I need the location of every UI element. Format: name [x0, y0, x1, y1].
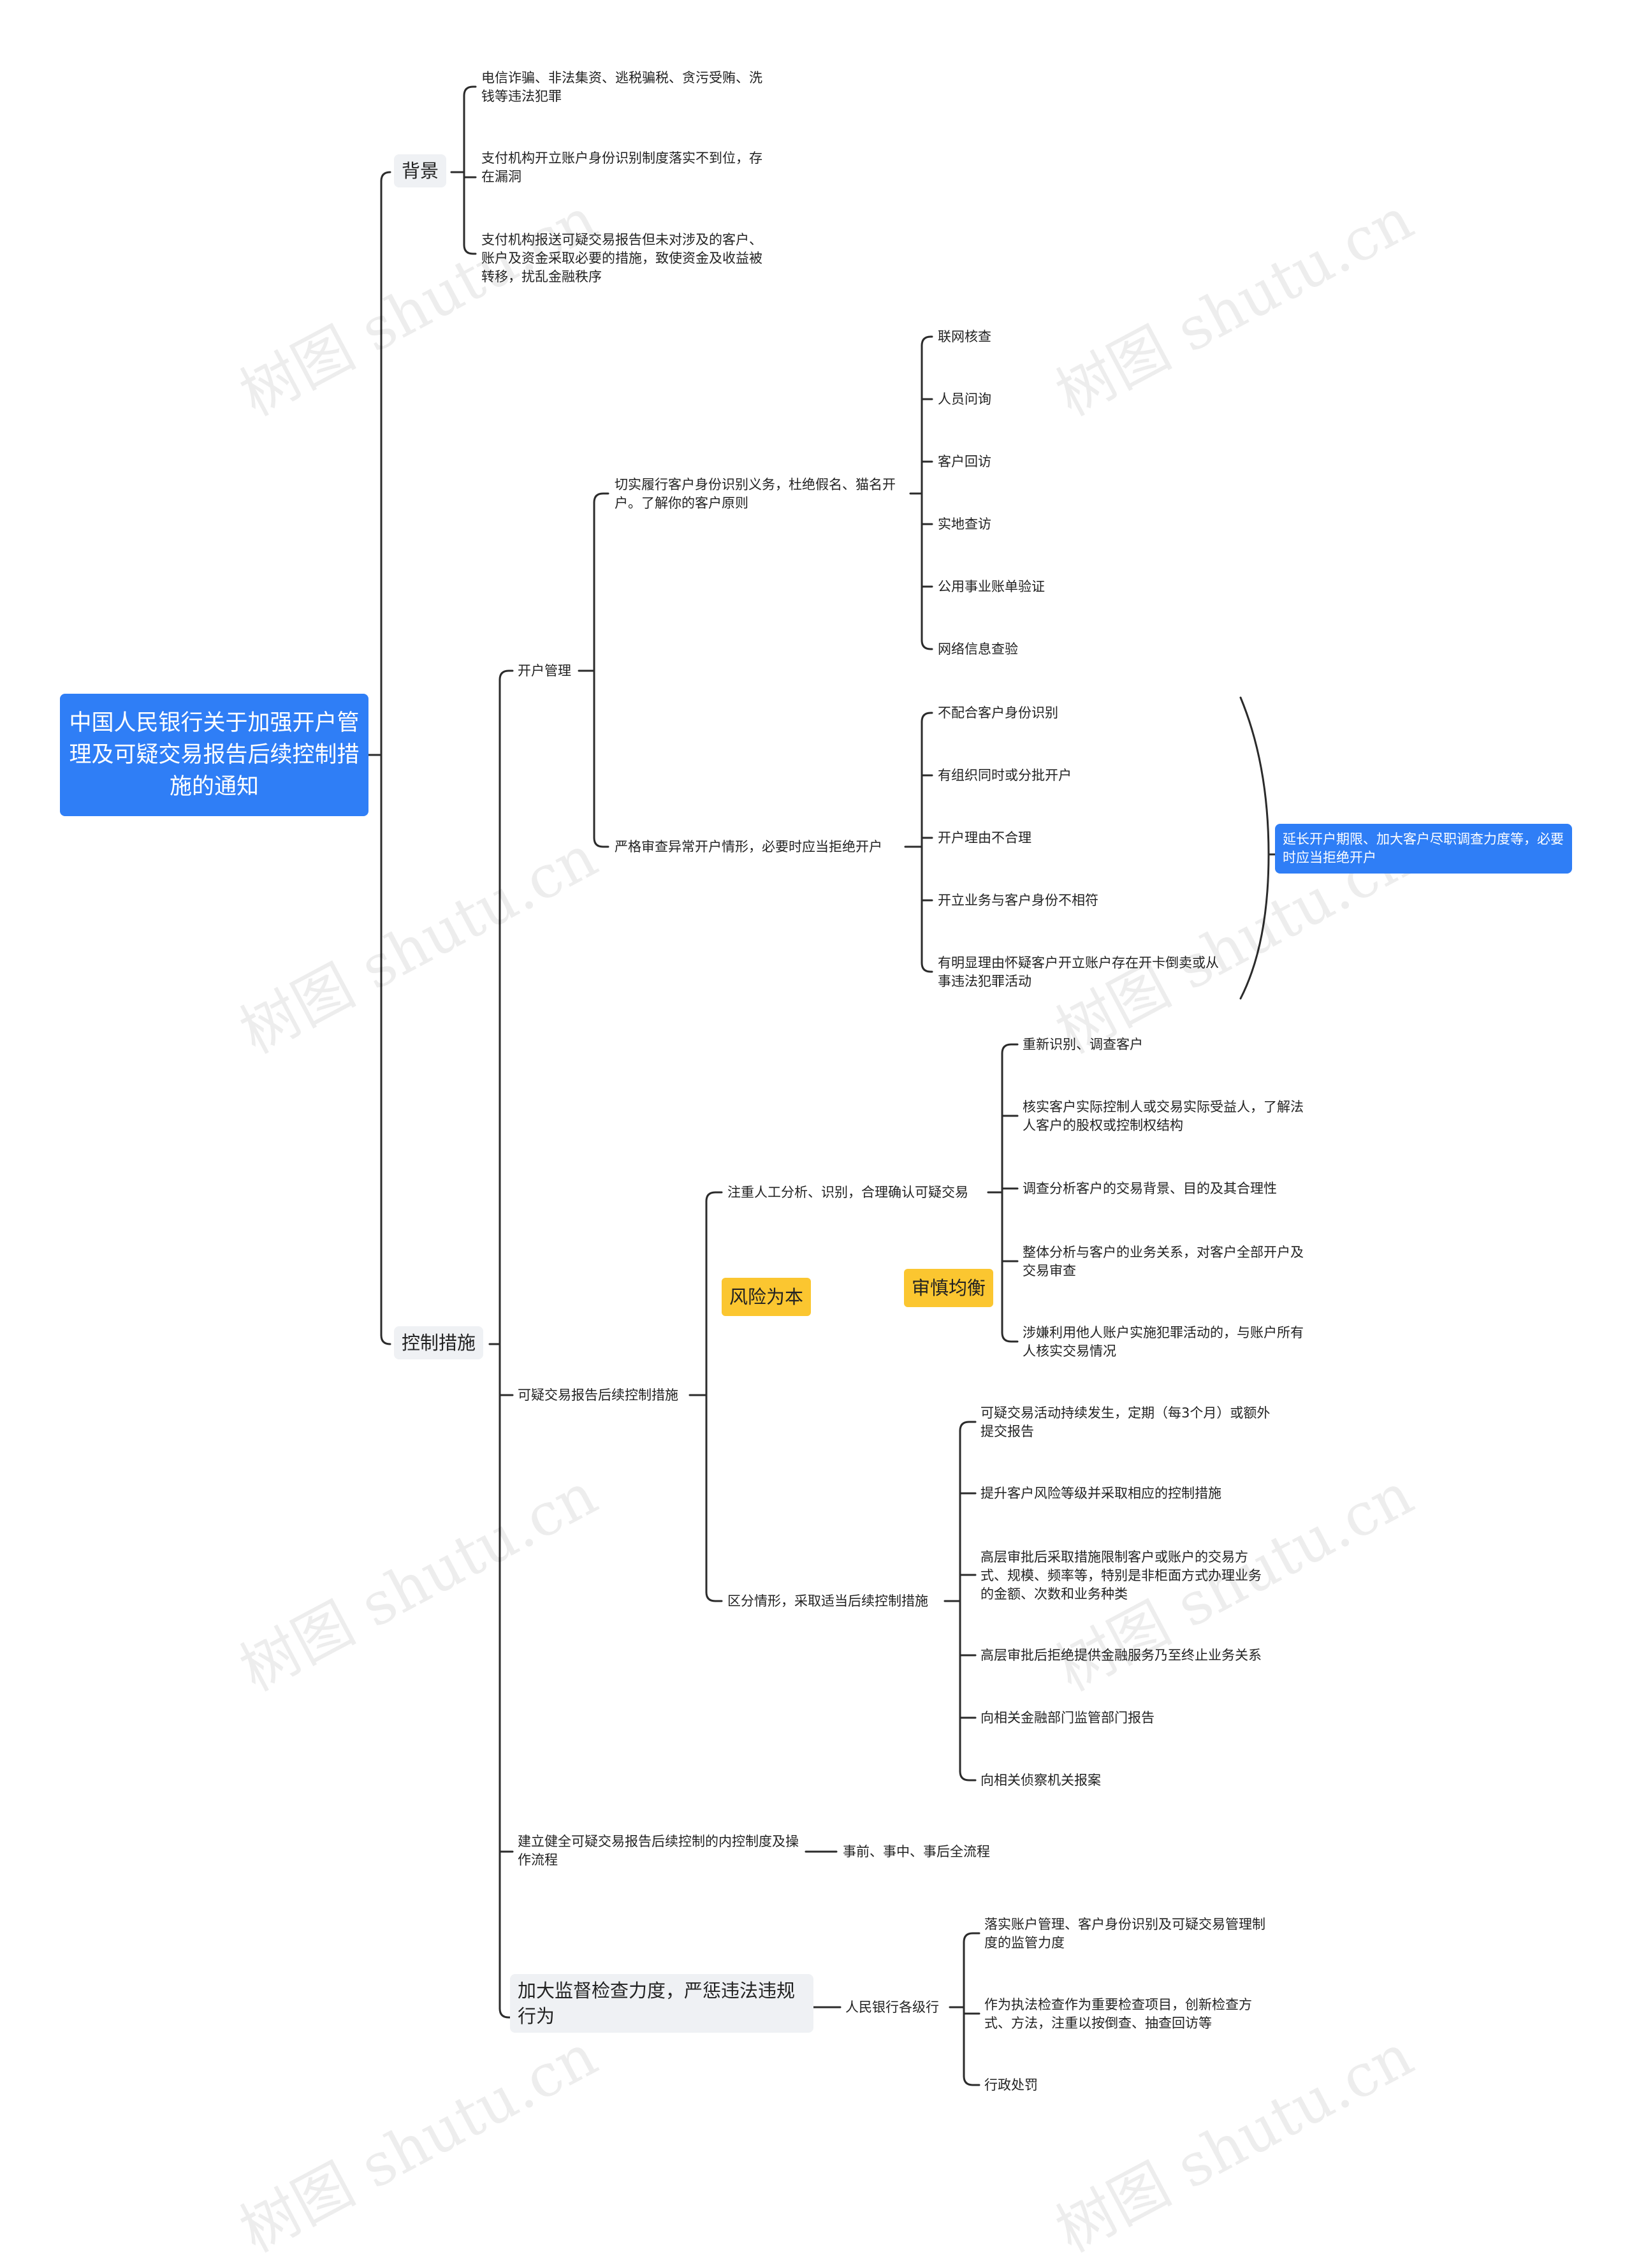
connector-line — [463, 85, 477, 97]
kyc-item[interactable]: 公用事业账单验证 — [938, 579, 1045, 594]
abnormal-item[interactable]: 有明显理由怀疑客户开立账户存在开卡倒卖或从事违法犯罪活动 — [938, 955, 1219, 989]
background-node[interactable]: 背景 — [394, 154, 447, 187]
prudent-tag[interactable]: 审慎均衡 — [904, 1269, 994, 1307]
account-node[interactable]: 开户管理 — [518, 663, 571, 678]
connector-line — [705, 1591, 723, 1602]
abnormal-node[interactable]: 严格审查异常开户情形，必要时应当拒绝开户 — [615, 839, 882, 854]
connector-line — [959, 1421, 977, 1432]
background-item[interactable]: 电信诈骗、非法集资、逃税骗税、贪污受贿、洗钱等违法犯罪 — [481, 70, 762, 104]
manual-item[interactable]: 涉嫌利用他人账户实施犯罪活动的，与账户所有人核实交易情况 — [1023, 1325, 1304, 1359]
supervision-item[interactable]: 作为执法检查作为重要检查项目，创新检查方式、方法，注重以按倒查、抽查回访等 — [984, 1997, 1252, 2031]
kyc-item[interactable]: 人员问询 — [938, 391, 991, 407]
connector-line — [463, 244, 477, 255]
distinguish-node[interactable]: 区分情形，采取适当后续控制措施 — [727, 1593, 928, 1609]
connector-line — [1001, 1331, 1019, 1343]
distinguish-item[interactable]: 可疑交易活动持续发生，定期（每3个月）或额外提交报告 — [980, 1405, 1271, 1439]
manual-item[interactable]: 核实客户实际控制人或交易实际受益人，了解法人客户的股权或控制权结构 — [1023, 1099, 1304, 1133]
internal-control-node[interactable]: 建立健全可疑交易报告后续控制的内控制度及操作流程 — [518, 1834, 799, 1868]
connector-lines — [367, 85, 1276, 2086]
abnormal-summary-node[interactable]: 延长开户期限、加大客户尽职调查力度等，必要时应当拒绝开户 — [1275, 824, 1572, 874]
risk-based-tag[interactable]: 风险为本 — [722, 1278, 812, 1316]
abnormal-item[interactable]: 开立业务与客户身份不相符 — [938, 893, 1098, 908]
connector-line — [921, 712, 933, 723]
distinguish-item[interactable]: 提升客户风险等级并采取相应的控制措施 — [980, 1486, 1221, 1501]
connector-line — [959, 1770, 977, 1781]
kyc-item[interactable]: 客户回访 — [938, 454, 991, 469]
distinguish-item[interactable]: 高层审批后拒绝提供金融服务乃至终止业务关系 — [980, 1648, 1262, 1663]
connector-line — [1239, 696, 1270, 1000]
supervision-node[interactable]: 加大监督检查力度，严惩违法违规行为 — [510, 1974, 813, 2033]
abnormal-item[interactable]: 开户理由不合理 — [938, 830, 1031, 845]
connector-line — [963, 1932, 980, 1943]
supervision-sub-node[interactable]: 人民银行各级行 — [845, 2000, 939, 2015]
kyc-node[interactable]: 切实履行客户身份识别义务，杜绝假名、猫名开户。了解你的客户原则 — [615, 477, 896, 511]
supervision-item[interactable]: 落实账户管理、客户身份识别及可疑交易管理制度的监管力度 — [984, 1917, 1265, 1950]
background-item[interactable]: 支付机构报送可疑交易报告但未对涉及的客户、账户及资金采取必要的措施，致使资金及收… — [481, 232, 762, 284]
connector-line — [921, 639, 933, 650]
connector-line — [380, 1334, 391, 1345]
connector-line — [593, 492, 609, 504]
distinguish-item[interactable]: 高层审批后采取措施限制客户或账户的交易方式、规模、频率等，特别是非柜面方式办理业… — [980, 1549, 1262, 1602]
kyc-item[interactable]: 联网核查 — [938, 329, 991, 344]
root-node[interactable]: 中国人民银行关于加强开户管理及可疑交易报告后续控制措施的通知 — [60, 694, 368, 816]
connector-line — [1001, 1043, 1019, 1055]
connector-line — [499, 2007, 514, 2019]
kyc-item[interactable]: 实地查访 — [938, 516, 991, 532]
manual-node[interactable]: 注重人工分析、识别，合理确认可疑交易 — [727, 1185, 968, 1200]
connector-line — [499, 669, 514, 681]
distinguish-item[interactable]: 向相关金融部门监管部门报告 — [980, 1710, 1155, 1725]
manual-item[interactable]: 重新识别、调查客户 — [1023, 1037, 1143, 1052]
supervision-item[interactable]: 行政处罚 — [984, 2077, 1038, 2093]
manual-item[interactable]: 整体分析与客户的业务关系，对客户全部开户及交易审查 — [1023, 1245, 1304, 1278]
distinguish-item[interactable]: 向相关侦察机关报案 — [980, 1773, 1101, 1788]
abnormal-item[interactable]: 有组织同时或分批开户 — [938, 768, 1072, 783]
connector-line — [921, 962, 933, 973]
connector-line — [705, 1191, 723, 1203]
controls-node[interactable]: 控制措施 — [394, 1326, 484, 1359]
manual-item[interactable]: 调查分析客户的交易背景、目的及其合理性 — [1023, 1181, 1277, 1196]
mindmap-canvas: 树图 shutu.cn 树图 shutu.cn 树图 shutu.cn 树图 s… — [60, 70, 1572, 2265]
suspicious-node[interactable]: 可疑交易报告后续控制措施 — [518, 1387, 678, 1403]
connector-line — [593, 837, 609, 848]
internal-control-item[interactable]: 事前、事中、事后全流程 — [843, 1844, 990, 1859]
background-item[interactable]: 支付机构开立账户身份识别制度落实不到位，存在漏洞 — [481, 150, 762, 184]
connector-line — [963, 2075, 980, 2086]
connector-line — [921, 335, 933, 347]
kyc-item[interactable]: 网络信息查验 — [938, 641, 1018, 657]
connector-line — [380, 171, 391, 182]
abnormal-item[interactable]: 不配合客户身份识别 — [938, 705, 1058, 721]
